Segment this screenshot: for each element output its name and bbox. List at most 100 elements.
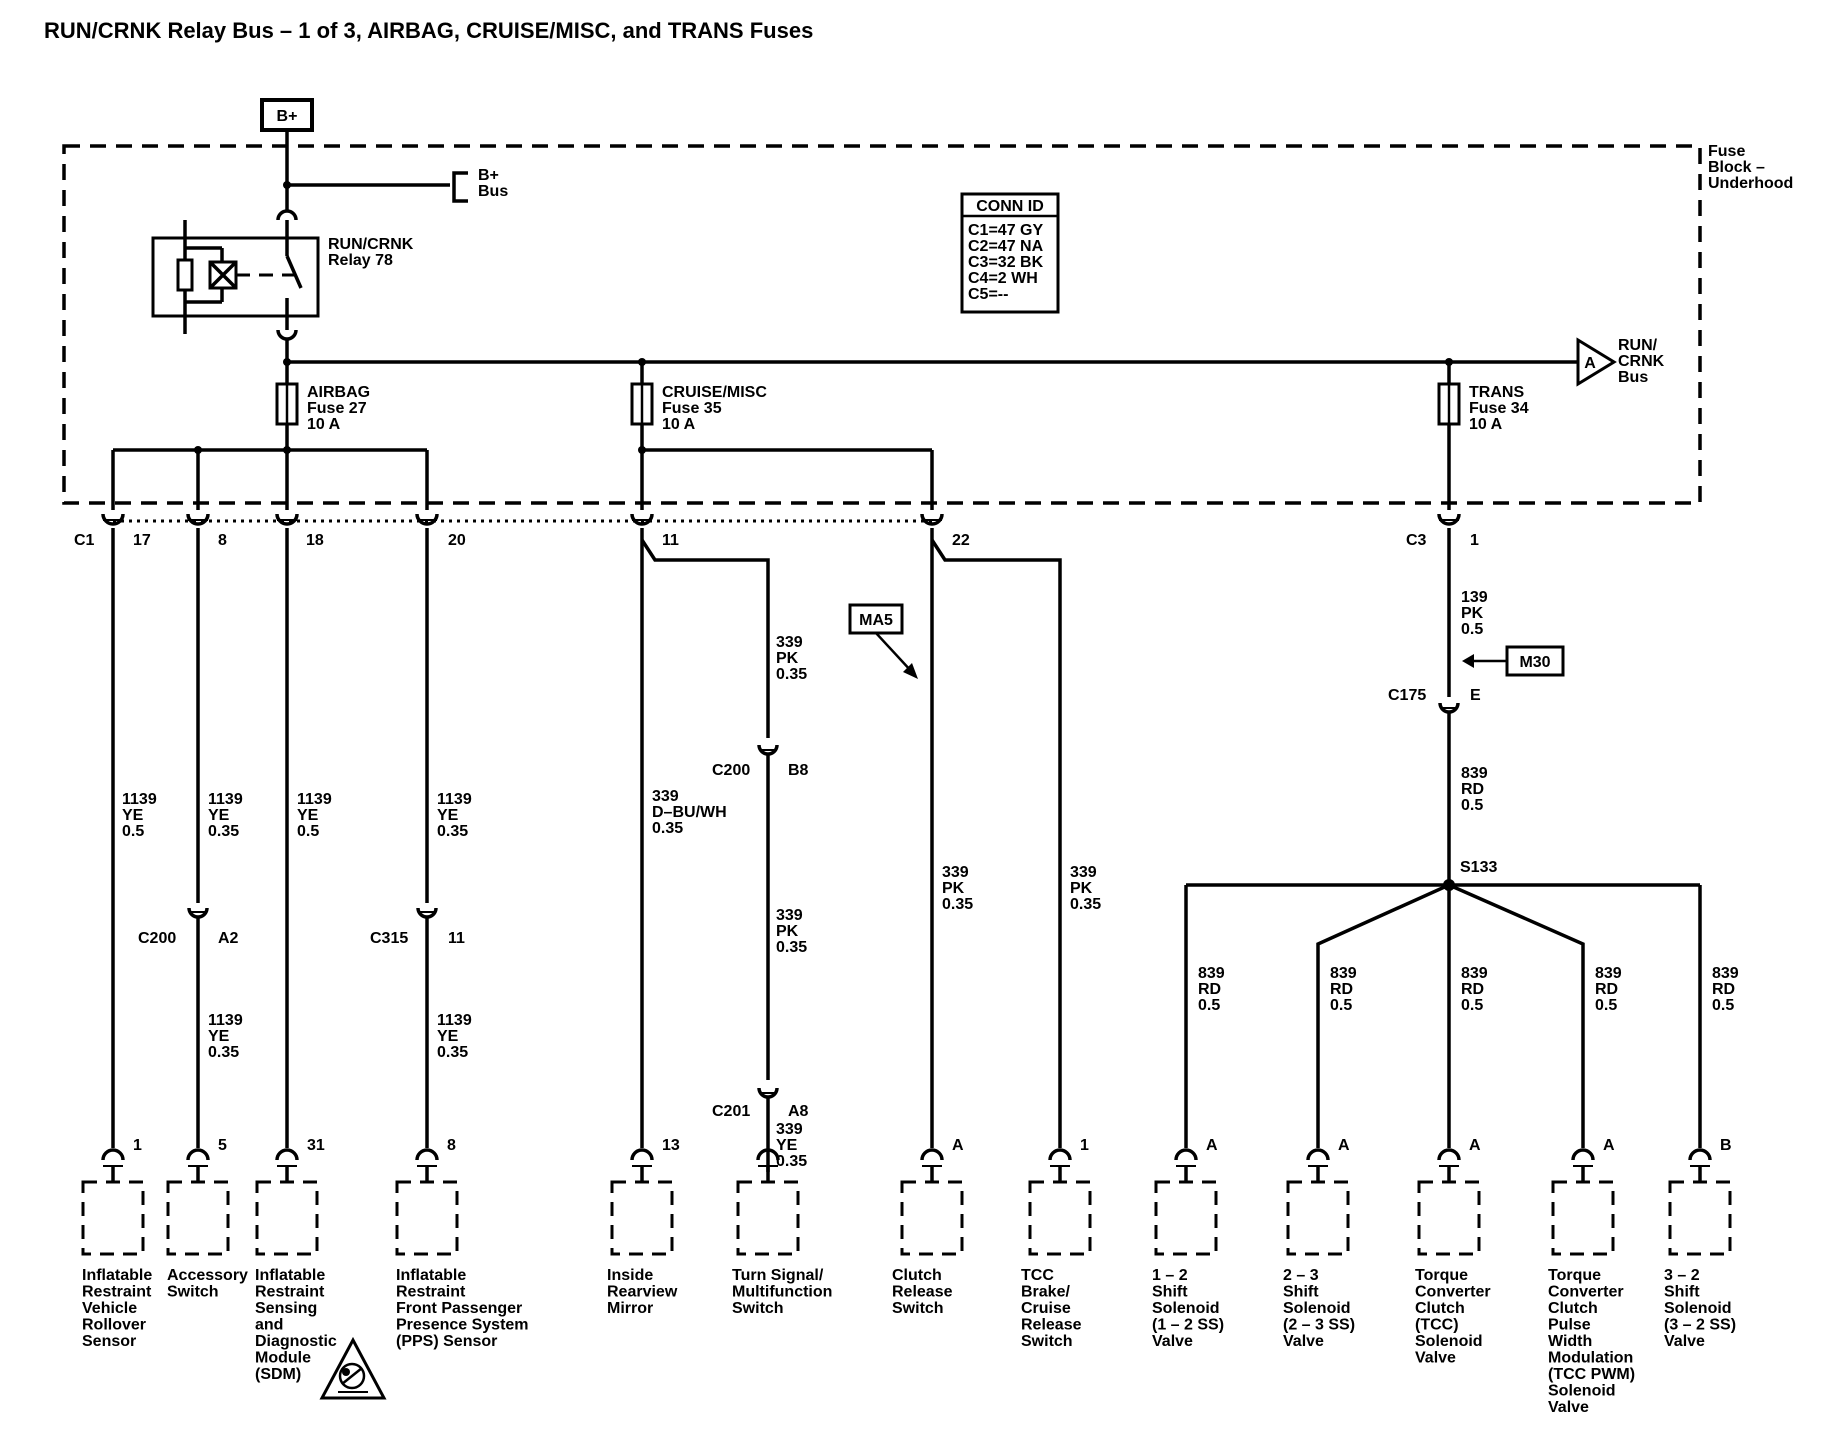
svg-text:20: 20 — [448, 532, 466, 549]
component-label: Restraint — [255, 1284, 325, 1301]
component-label: Solenoid — [1548, 1383, 1616, 1400]
svg-text:1139: 1139 — [208, 791, 243, 808]
svg-text:0.35: 0.35 — [776, 666, 807, 683]
component-label: 3 – 2 — [1664, 1267, 1700, 1284]
svg-text:CRUISE/MISC: CRUISE/MISC — [662, 384, 767, 401]
svg-text:PK: PK — [942, 880, 965, 897]
svg-text:839: 839 — [1461, 765, 1488, 782]
inline-connector-c200-b8: C200 B8 — [712, 744, 809, 779]
component-label: (3 – 2 SS) — [1664, 1317, 1736, 1334]
svg-text:YE: YE — [208, 1028, 230, 1045]
svg-text:1139: 1139 — [297, 791, 332, 808]
component-label: Module — [255, 1350, 311, 1367]
component-pin: B — [1720, 1137, 1732, 1154]
component-label: Inflatable — [82, 1267, 152, 1284]
svg-text:339: 339 — [776, 634, 803, 651]
airbag-warning-icon — [319, 1336, 387, 1400]
component-label: Release — [892, 1284, 953, 1301]
component-label: Valve — [1548, 1399, 1589, 1416]
component-label: Valve — [1283, 1333, 1324, 1350]
fuse-block-outline — [62, 144, 1702, 505]
fuse-block-label: Fuse Block – Underhood — [1708, 143, 1793, 192]
svg-text:PK: PK — [776, 923, 799, 940]
wire-label-trans-2: 839 RD 0.5 — [1461, 765, 1488, 814]
svg-text:YE: YE — [122, 807, 144, 824]
svg-text:C200: C200 — [712, 762, 750, 779]
component-label: and — [255, 1317, 283, 1334]
svg-text:1139: 1139 — [208, 1012, 243, 1029]
wire-label-mirror: 339 D–BU/WH 0.35 — [652, 788, 727, 837]
wire-label-accessory-bottom: 1139 YE 0.35 — [208, 1012, 243, 1061]
connector-cup — [630, 513, 654, 526]
svg-text:0.35: 0.35 — [776, 939, 807, 956]
run-crnk-bus-marker — [1576, 337, 1617, 387]
component-pin: A — [1338, 1137, 1350, 1154]
branch-wire-label-1: 839 — [1330, 965, 1357, 982]
component-label: Multifunction — [732, 1284, 832, 1301]
component-label: Solenoid — [1283, 1300, 1351, 1317]
branch-wire-label-4: 0.5 — [1712, 997, 1734, 1014]
svg-text:10 A: 10 A — [1469, 416, 1503, 433]
svg-text:0.5: 0.5 — [1461, 797, 1483, 814]
svg-text:339: 339 — [776, 907, 803, 924]
component-label: TCC — [1021, 1267, 1054, 1284]
fuse-trans: TRANS Fuse 34 10 A — [1437, 362, 1529, 510]
svg-text:17: 17 — [133, 532, 151, 549]
component-label: Clutch — [1415, 1300, 1465, 1317]
svg-text:Underhood: Underhood — [1708, 175, 1793, 192]
svg-text:8: 8 — [218, 532, 227, 549]
svg-text:0.35: 0.35 — [776, 1153, 807, 1170]
component-label: Torque — [1548, 1267, 1601, 1284]
component-pin: A — [952, 1137, 964, 1154]
wire-label-clutch: 339 PK 0.35 — [942, 864, 973, 913]
branch-wire-label-2: 839 — [1461, 965, 1488, 982]
component-2: 31InflatableRestraintSensingandDiagnosti… — [255, 1137, 337, 1383]
svg-text:A8: A8 — [788, 1103, 809, 1120]
svg-text:YE: YE — [297, 807, 319, 824]
component-label: Switch — [1021, 1333, 1073, 1350]
svg-text:PK: PK — [1070, 880, 1093, 897]
svg-text:10 A: 10 A — [662, 416, 696, 433]
component-label: Valve — [1664, 1333, 1705, 1350]
component-label: Rollover — [82, 1317, 146, 1334]
svg-text:Bus: Bus — [478, 183, 508, 200]
component-0: 1InflatableRestraintVehicleRolloverSenso… — [81, 1137, 152, 1350]
branch-wire-label-4: RD — [1712, 981, 1735, 998]
component-label: Switch — [892, 1300, 944, 1317]
svg-text:B8: B8 — [788, 762, 809, 779]
connector-cup — [275, 513, 299, 526]
svg-text:C5=--: C5=-- — [968, 286, 1008, 303]
component-label: (2 – 3 SS) — [1283, 1317, 1355, 1334]
svg-text:339: 339 — [1070, 864, 1097, 881]
branch-wire-label-0: 0.5 — [1198, 997, 1220, 1014]
c1-connector-pins — [101, 513, 1461, 526]
branch-wire-label-3: RD — [1595, 981, 1618, 998]
component-label: Restraint — [82, 1284, 152, 1301]
svg-text:11: 11 — [448, 930, 465, 947]
component-label: Valve — [1415, 1350, 1456, 1367]
component-label: Restraint — [396, 1284, 466, 1301]
component-label: (PPS) Sensor — [396, 1333, 497, 1350]
component-label: (SDM) — [255, 1366, 301, 1383]
svg-text:Bus: Bus — [1618, 369, 1648, 386]
svg-text:CRNK: CRNK — [1618, 353, 1665, 370]
component-label: (1 – 2 SS) — [1152, 1317, 1224, 1334]
component-label: Rearview — [607, 1284, 678, 1301]
branch-wire-label-2: RD — [1461, 981, 1484, 998]
svg-text:339: 339 — [942, 864, 969, 881]
component-pin: 8 — [447, 1137, 456, 1154]
component-label: Solenoid — [1664, 1300, 1732, 1317]
component-label: Sensor — [82, 1333, 136, 1350]
component-label: 1 – 2 — [1152, 1267, 1188, 1284]
component-label: Inside — [607, 1267, 653, 1284]
diagram-title: RUN/CRNK Relay Bus – 1 of 3, AIRBAG, CRU… — [44, 18, 813, 43]
bplus-bus-label: B+ Bus — [478, 167, 508, 200]
ref-ma5: MA5 — [848, 603, 918, 679]
component-label: Mirror — [607, 1300, 653, 1317]
svg-text:0.5: 0.5 — [122, 823, 144, 840]
component-label: Solenoid — [1152, 1300, 1220, 1317]
